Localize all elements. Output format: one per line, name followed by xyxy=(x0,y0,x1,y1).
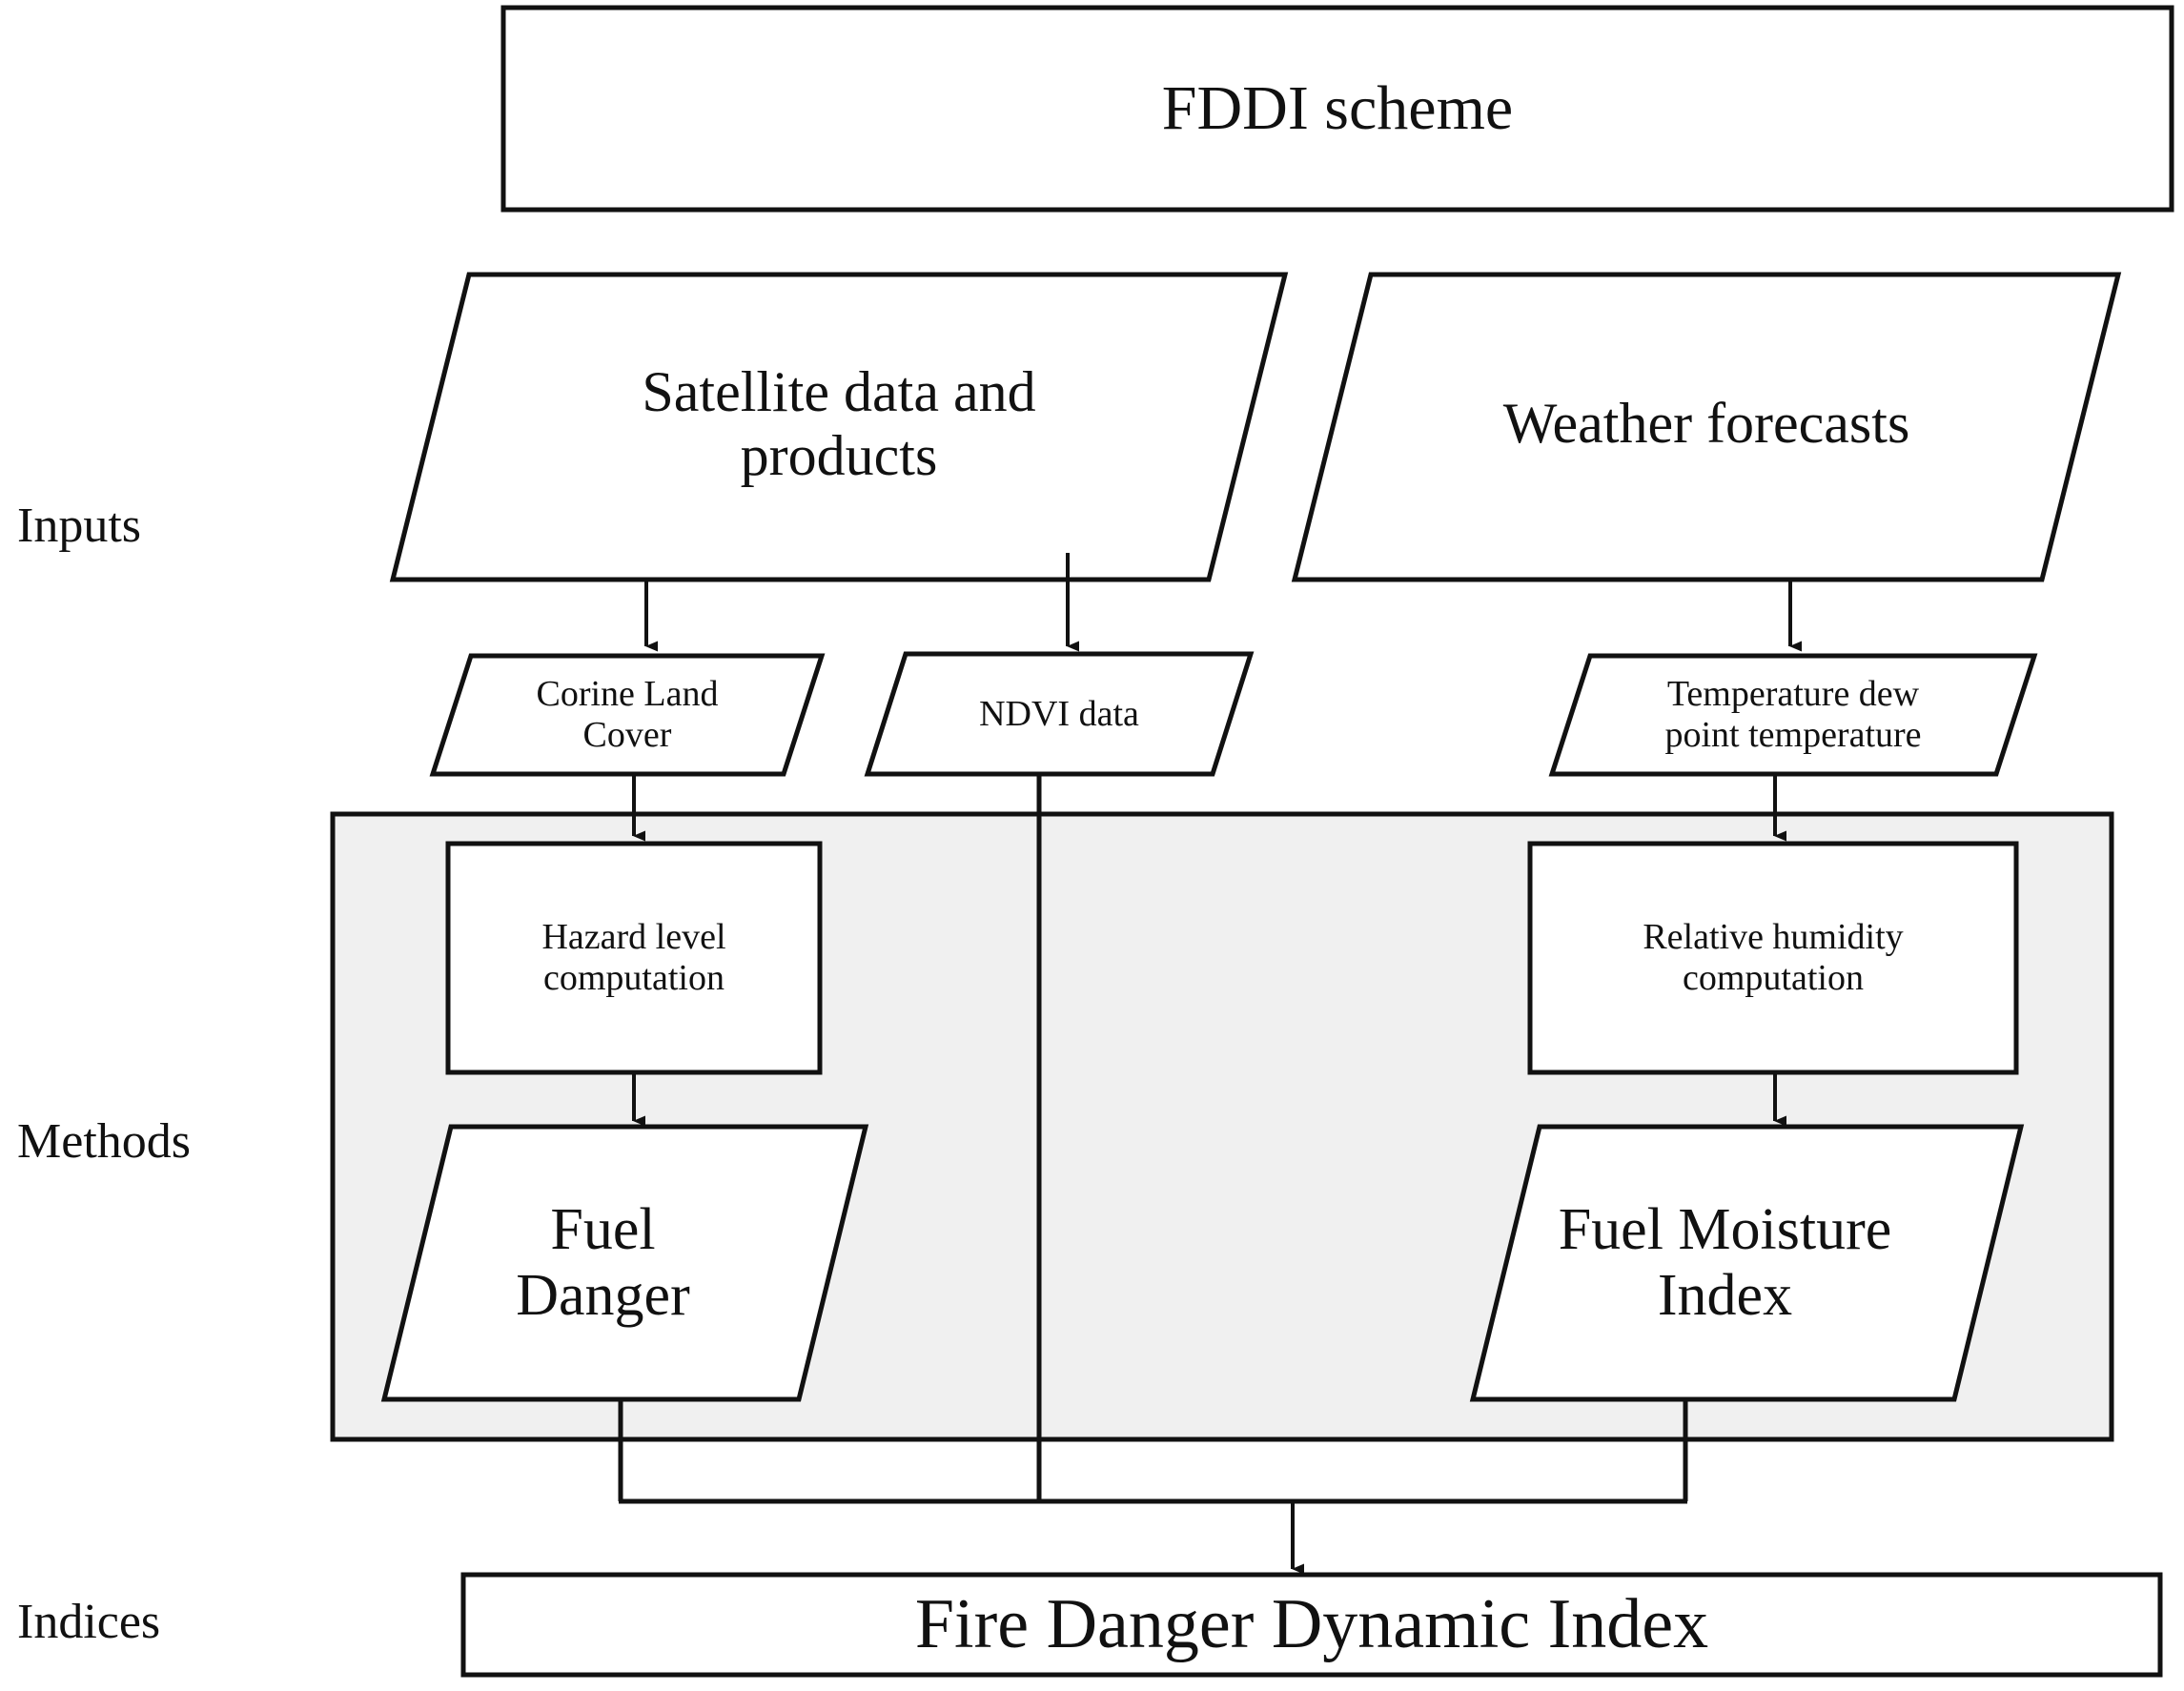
stage-label-indices: Indices xyxy=(17,1595,161,1649)
temperature-dew-point-shape xyxy=(1548,653,2038,777)
fire-danger-dynamic-index-shape xyxy=(460,1572,2163,1678)
stage-label-inputs: Inputs xyxy=(17,499,141,553)
title-box xyxy=(500,5,2174,213)
corine-land-cover-shape xyxy=(429,653,826,777)
satellite-data-shape xyxy=(389,272,1289,582)
fuel-moisture-index-shape xyxy=(1469,1124,2025,1402)
fuel-danger-shape xyxy=(380,1124,869,1402)
stage-label-methods: Methods xyxy=(17,1114,191,1169)
hazard-level-computation-shape xyxy=(445,841,823,1075)
relative-humidity-computation-shape xyxy=(1527,841,2019,1075)
ndvi-data-shape xyxy=(864,651,1255,777)
weather-forecasts-shape xyxy=(1291,272,2122,582)
